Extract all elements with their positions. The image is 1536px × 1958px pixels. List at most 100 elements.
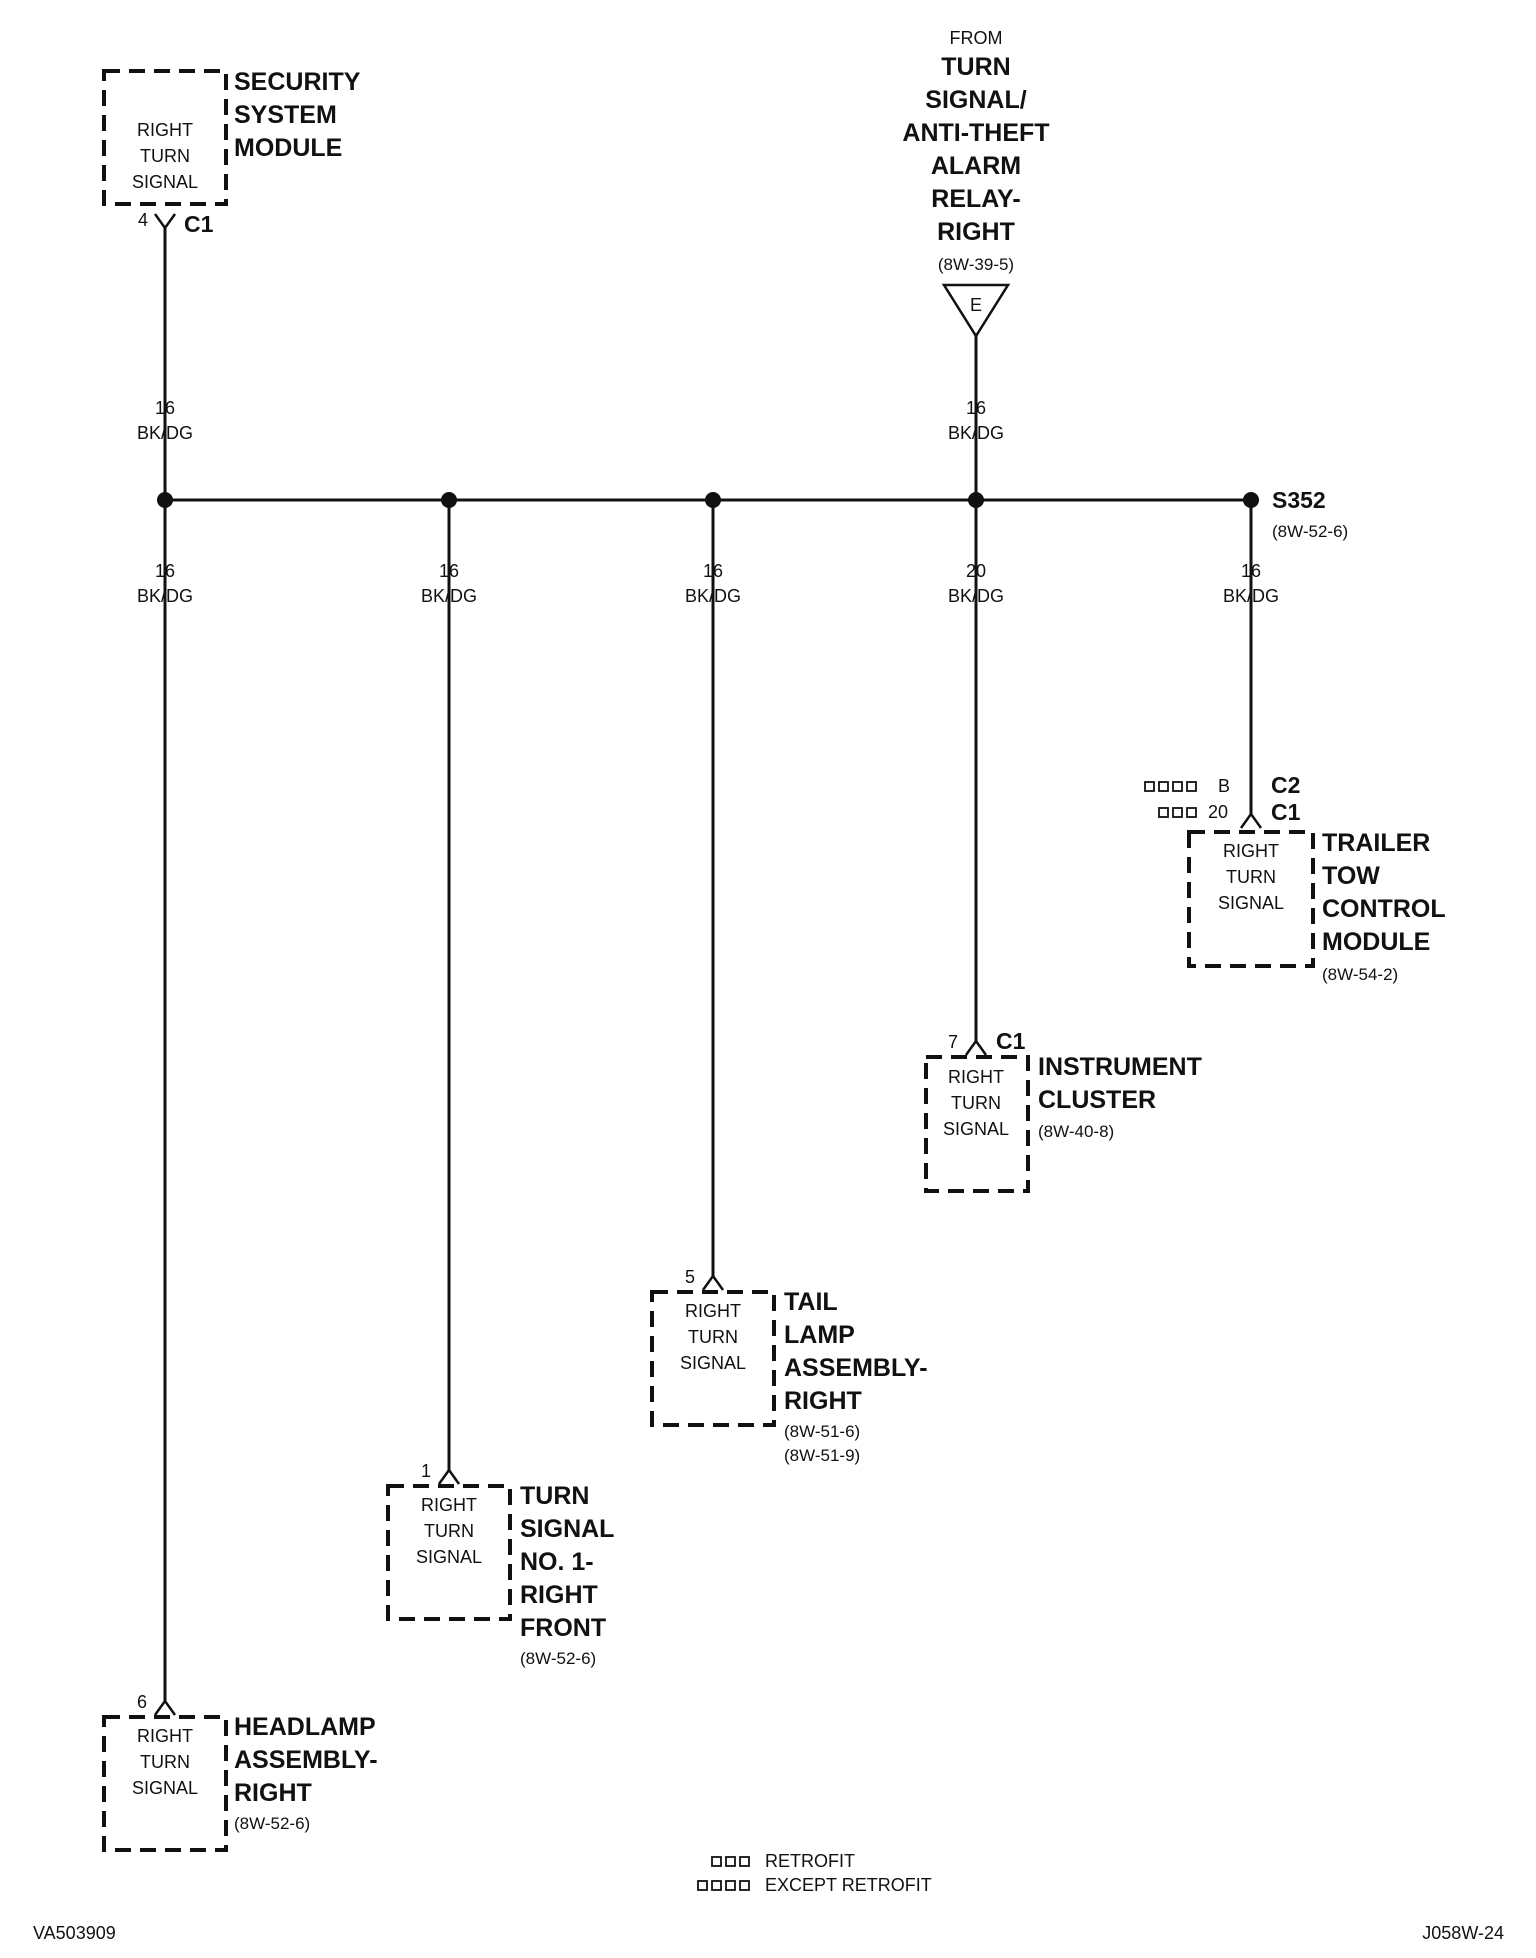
headlamp-name-line-1: HEADLAMP (234, 1713, 376, 1741)
trailer-pin-retrofit: 20 (1208, 802, 1228, 822)
sq-b2 (1172, 807, 1183, 818)
diagram-id-right: J058W-24 (1422, 1923, 1504, 1943)
cluster-name-line-2: CLUSTER (1038, 1086, 1156, 1114)
instrument-cluster: 7 C1 RIGHT TURN SIGNAL INSTRUMENT CLUSTE… (924, 1028, 1202, 1193)
wire-source-color: BK/DG (948, 423, 1004, 443)
splice-reference: (8W-52-6) (1272, 522, 1348, 541)
source-relay: FROM TURN SIGNAL/ ANTI-THEFT ALARM RELAY… (902, 28, 1050, 339)
sq-a1 (1144, 781, 1155, 792)
splice-dot-2 (441, 492, 457, 508)
source-name-line-4: ALARM (931, 152, 1021, 180)
wire-security-color: BK/DG (137, 423, 193, 443)
turn-signal-right-front: 1 RIGHT TURN SIGNAL TURN SIGNAL NO. 1- R… (386, 1461, 614, 1668)
security-name-line-1: SECURITY (234, 68, 361, 96)
trailer-reference: (8W-54-2) (1322, 965, 1398, 984)
headlamp-box-line-2: TURN (140, 1752, 190, 1772)
security-box-line-1: RIGHT (137, 120, 193, 140)
cluster-box-line-1: RIGHT (948, 1067, 1004, 1087)
turn-front-name-line-4: RIGHT (520, 1581, 598, 1609)
tail-reference-2: (8W-51-9) (784, 1446, 860, 1465)
cluster-box-line-2: TURN (951, 1093, 1001, 1113)
source-connector-triangle (941, 283, 1011, 339)
legend-sq-r3 (739, 1856, 750, 1867)
source-name-line-1: TURN (941, 53, 1010, 81)
wire-trailer-color: BK/DG (1223, 586, 1279, 606)
splice-points: S352 (8W-52-6) (157, 487, 1348, 541)
trailer-name-line-4: MODULE (1322, 928, 1430, 956)
legend-retrofit-label: RETROFIT (765, 1851, 855, 1871)
security-pin-number: 4 (138, 210, 148, 230)
turn-front-connector-terminal (437, 1467, 461, 1485)
splice-dot-1 (157, 492, 173, 508)
cluster-connector-terminal (964, 1038, 988, 1056)
turn-front-name-line-2: SIGNAL (520, 1515, 614, 1543)
legend-sq-e1 (697, 1880, 708, 1891)
legend-except-retrofit-label: EXCEPT RETROFIT (765, 1875, 932, 1895)
wire-cluster-gauge: 20 (966, 561, 986, 581)
tail-name-line-4: RIGHT (784, 1387, 862, 1415)
sq-b3 (1186, 807, 1197, 818)
tail-name-line-2: LAMP (784, 1321, 855, 1349)
headlamp-assembly-right: 6 RIGHT TURN SIGNAL HEADLAMP ASSEMBLY- R… (102, 1692, 378, 1852)
tail-connector-terminal (701, 1273, 725, 1291)
cluster-pin-number: 7 (948, 1032, 958, 1052)
wire-turn-front-gauge: 16 (439, 561, 459, 581)
splice-id: S352 (1272, 487, 1326, 513)
splice-dot-4 (968, 492, 984, 508)
turn-front-pin-number: 1 (421, 1461, 431, 1481)
legend: RETROFIT EXCEPT RETROFIT (697, 1851, 932, 1895)
security-name-line-2: SYSTEM (234, 101, 337, 129)
cluster-box-line-3: SIGNAL (943, 1119, 1009, 1139)
source-name-line-3: ANTI-THEFT (902, 119, 1049, 147)
wire-headlamp-color: BK/DG (137, 586, 193, 606)
source-name-line-5: RELAY- (931, 185, 1020, 213)
sq-b1 (1158, 807, 1169, 818)
sq-a2 (1158, 781, 1169, 792)
tail-box-line-3: SIGNAL (680, 1353, 746, 1373)
headlamp-name-line-3: RIGHT (234, 1779, 312, 1807)
wire-security-gauge: 16 (155, 398, 175, 418)
trailer-name-line-2: TOW (1322, 862, 1380, 890)
wire-cluster-color: BK/DG (948, 586, 1004, 606)
security-connector-label: C1 (184, 211, 214, 237)
source-from-label: FROM (950, 28, 1003, 48)
headlamp-name-line-2: ASSEMBLY- (234, 1746, 378, 1774)
turn-front-box-line-2: TURN (424, 1521, 474, 1541)
tail-name-line-3: ASSEMBLY- (784, 1354, 928, 1382)
cluster-box (924, 1055, 1030, 1193)
security-module-box (102, 69, 228, 206)
cluster-name-line-1: INSTRUMENT (1038, 1053, 1202, 1081)
cluster-connector-label: C1 (996, 1028, 1026, 1054)
legend-except-retrofit-squares (697, 1880, 750, 1891)
security-system-module: RIGHT TURN SIGNAL SECURITY SYSTEM MODULE… (102, 68, 361, 237)
wire-trailer-gauge: 16 (1241, 561, 1261, 581)
tail-name-line-1: TAIL (784, 1288, 838, 1316)
security-name-line-3: MODULE (234, 134, 342, 162)
trailer-tow-control-module: B 20 C2 C1 RIGHT TURN SIGNAL TRAILER TOW… (1144, 772, 1446, 984)
legend-sq-r2 (725, 1856, 736, 1867)
cluster-reference: (8W-40-8) (1038, 1122, 1114, 1141)
source-name-line-6: RIGHT (937, 218, 1015, 246)
splice-dot-3 (705, 492, 721, 508)
tail-box (650, 1290, 776, 1427)
headlamp-pin-number: 6 (137, 1692, 147, 1712)
headlamp-reference: (8W-52-6) (234, 1814, 310, 1833)
trailer-box-line-1: RIGHT (1223, 841, 1279, 861)
headlamp-connector-terminal (153, 1698, 177, 1716)
turn-front-box-line-1: RIGHT (421, 1495, 477, 1515)
wire-tail-color: BK/DG (685, 586, 741, 606)
wires (163, 228, 1253, 1701)
headlamp-box-line-1: RIGHT (137, 1726, 193, 1746)
tail-lamp-assembly: 5 RIGHT TURN SIGNAL TAIL LAMP ASSEMBLY- … (650, 1267, 928, 1465)
tail-box-line-2: TURN (688, 1327, 738, 1347)
headlamp-box-line-3: SIGNAL (132, 1778, 198, 1798)
legend-sq-e3 (725, 1880, 736, 1891)
turn-front-name-line-1: TURN (520, 1482, 589, 1510)
trailer-connector-retrofit: C1 (1271, 799, 1301, 825)
legend-sq-e4 (739, 1880, 750, 1891)
splice-dot-s352 (1243, 492, 1259, 508)
tail-box-line-1: RIGHT (685, 1301, 741, 1321)
trailer-pin-except-retrofit: B (1218, 776, 1230, 796)
trailer-module-box (1187, 830, 1315, 968)
